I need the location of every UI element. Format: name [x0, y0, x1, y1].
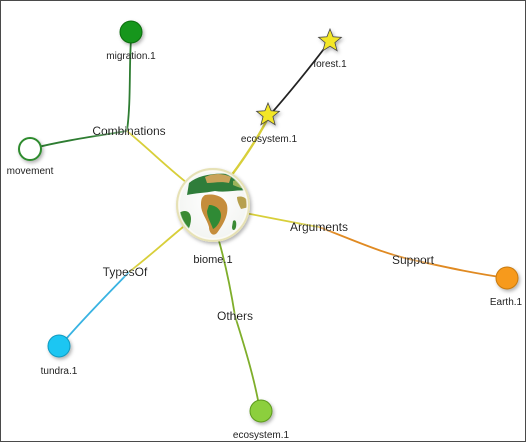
edge-label-support: Support: [392, 253, 435, 267]
node-biome[interactable]: [176, 168, 250, 242]
edge-label-types-of: TypesOf: [103, 265, 148, 279]
edge-labels: Combinations Arguments Support TypesOf O…: [92, 124, 434, 323]
node-label-earth: Earth.1: [490, 297, 523, 308]
edge-typesof-tundra: [59, 271, 130, 347]
edge-arguments-support: [318, 226, 414, 261]
edge-migration-combinations: [126, 38, 132, 132]
edge-forest-ecosystem: [268, 40, 331, 117]
edges: [29, 38, 508, 412]
node-label-movement: movement: [7, 166, 54, 177]
edge-combinations-biome: [126, 130, 192, 187]
node-migration[interactable]: [119, 20, 143, 44]
edge-ecosystem-biome: [230, 115, 271, 177]
node-label-ecosystem-star: ecosystem.1: [241, 134, 298, 145]
node-label-forest: forest.1: [313, 59, 347, 70]
edge-biome-arguments: [244, 212, 320, 228]
node-label-migration: migration.1: [106, 51, 156, 62]
node-movement[interactable]: [18, 137, 42, 161]
edge-others-ecosystem: [234, 315, 261, 412]
edge-biome-typesof: [128, 226, 184, 273]
edge-label-arguments: Arguments: [290, 220, 348, 234]
node-earth[interactable]: [495, 266, 519, 290]
node-label-ecosystem-bottom: ecosystem.1: [233, 430, 290, 441]
node-ecosystem-star[interactable]: [255, 101, 281, 126]
node-label-biome: biome.1: [193, 254, 232, 266]
edge-label-others: Others: [217, 309, 253, 323]
globe-icon: [179, 171, 247, 239]
node-label-tundra: tundra.1: [41, 366, 78, 377]
star-icon: [255, 101, 281, 126]
node-tundra[interactable]: [47, 334, 71, 358]
edge-biome-others: [218, 240, 236, 317]
node-forest[interactable]: [317, 27, 343, 52]
node-ecosystem-bottom[interactable]: [249, 399, 273, 423]
edge-label-combinations: Combinations: [92, 124, 165, 138]
star-icon: [317, 27, 343, 52]
